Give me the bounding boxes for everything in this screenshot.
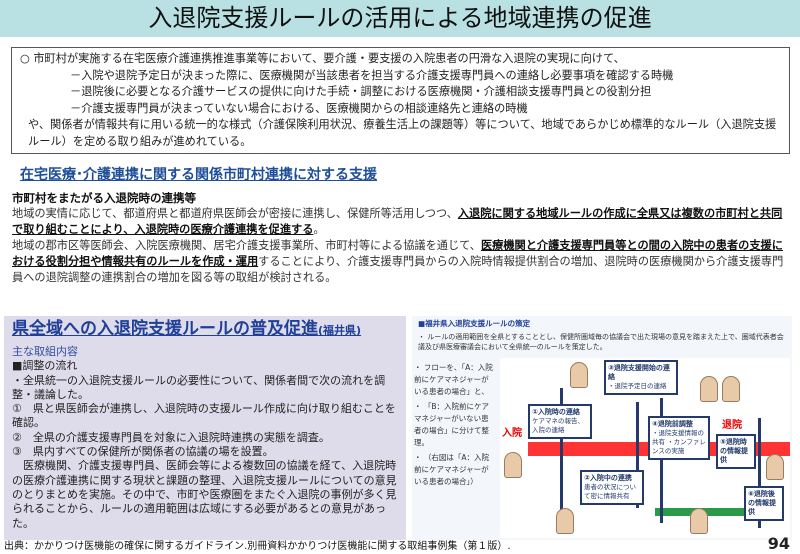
fukui-line: ■調整の流れ [12, 359, 78, 373]
step-box-5: ⑤退院時の情報提供 [716, 434, 756, 469]
flow-note: ・ （右図は「A：入院前にケアマネジャーがいる患者の場合」） [414, 453, 490, 486]
staff-illustration [700, 376, 718, 402]
step-box-2: ②入院中の連携患者の状況について密に情報共有 [580, 470, 644, 505]
fukui-line: ③ 県内すべての保健所が関係者の協議の場を設置。 [12, 445, 274, 459]
text: することにより、介護支援専門員からの入院時情報提供割合の増加、退院時の医療機関か… [12, 255, 784, 284]
flow-note: ・ フローを、「A：入院前にケアマネジャーがいる患者の場合」と、 [414, 363, 493, 396]
step-body: ・退院支援情報の共有 ・カンファレンスの実施 [652, 429, 706, 455]
text: 。 [313, 223, 325, 236]
heading-text: 県全域への入退院支援ルールの普及促進 [12, 319, 318, 339]
intro-item: －退院後に必要となる介護サービスの提供に向けた手続・調整における医療機関・介護相… [70, 85, 652, 98]
step-title: ①入院時の連絡 [532, 408, 580, 416]
step-title: ⑤退院時の情報提供 [720, 438, 748, 464]
intro-closing: や、関係者が情報共有に用いる統一的な様式（介護保険利用状況、療養生活上の課題等）… [28, 118, 777, 148]
care-manager-pc-illustration [690, 508, 708, 534]
family-illustration [766, 454, 784, 480]
support-paragraph-2: 地域の郡市区等医師会、入院医療機関、居宅介護支援事業所、市町村等による協議を通じ… [12, 238, 792, 286]
page-number: 94 [767, 534, 790, 553]
nurse-illustration [570, 362, 588, 388]
fukui-line: ② 全県の介護支援専門員を対象に入退院時連携の実態を調査。 [12, 430, 330, 444]
intro-item: －入院や退院予定日が決まった際に、医療機関が当該患者を担当する介護支援専門員への… [70, 68, 674, 82]
doctor-illustration [722, 376, 740, 402]
step-title: ③退院支援開始の連絡 [608, 364, 670, 381]
source-citation: 出典：かかりつけ医機能の確保に関するガイドライン.別冊資料かかりつけ医機能に関す… [4, 541, 511, 553]
step-body: ・退院予定日の連絡 [608, 382, 667, 390]
page-title: 入退院支援ルールの活用による地域連携の促進 [0, 0, 800, 37]
connector-line [560, 388, 563, 523]
connector-line [758, 418, 761, 528]
fukui-line: 医療機関、介護支援専門員、医師会等による複数回の協議を経て、入退院時の医療介護連… [12, 459, 397, 530]
fukui-line: ① 県と県医師会が連携し、入退院時の支援ルール作成に向け取り組むことを確認。 [12, 402, 396, 430]
figure-flow-notes: ・ フローを、「A：入院前にケアマネジャーがいる患者の場合」と、 ・ 「B：入院… [414, 362, 496, 491]
connector-line [660, 398, 663, 523]
fukui-line: ・全県統一の入退院支援ルールの必要性について、関係者間で次の流れを調整・議論した… [12, 373, 386, 401]
step-title: ②入院中の連携 [584, 474, 632, 482]
admission-label: 入院 [502, 428, 522, 439]
fukui-figure: ■福井県入退院支援ルールの策定 ・ ルールの適用範囲を全県とすることとし、保健所… [412, 316, 792, 540]
support-subheading: 市町村をまたがる入退院時の連携等 [12, 191, 196, 205]
support-heading: 在宅医療･介護連携に関する関係市町村連携に対する支援 [20, 167, 377, 183]
step-box-3: ③退院支援開始の連絡・退院予定日の連絡 [604, 360, 678, 395]
step-body: 患者の状況について密に情報共有 [584, 483, 636, 500]
fukui-subheading: 主な取組内容 [12, 345, 78, 358]
step-title: ④退院前調整 [652, 420, 693, 428]
fukui-heading: 県全域への入退院支援ルールの普及促進(福井県) [12, 319, 398, 341]
step-box-6: ⑥退院後の情報提供 [744, 486, 784, 521]
discharge-label: 退院 [722, 420, 742, 431]
intro-box: ○ 市町村が実施する在宅医療介護連携推進事業等において、要介護・要支援の入院患者… [11, 47, 790, 154]
care-manager-illustration [556, 508, 574, 534]
patient-illustration [504, 452, 522, 478]
step-box-4: ④退院前調整・退院支援情報の共有 ・カンファレンスの実施 [648, 416, 710, 460]
figure-title: ■福井県入退院支援ルールの策定 [418, 319, 531, 328]
emphasis-text: 入退院に関する地域ルールの作成に全県又は複数の市町村と共同で取り組むことにより、… [12, 207, 783, 236]
step-title: ⑥退院後の情報提供 [748, 490, 776, 516]
support-paragraph-1: 地域の実情に応じて、都道府県と都道府県医師会が密接に連携し、保健所等活用しつつ、… [12, 206, 792, 238]
step-body: ケアマネの報告、入院の連絡 [532, 417, 584, 434]
text: 地域の実情に応じて、都道府県と都道府県医師会が密接に連携し、保健所等活用しつつ、 [12, 207, 458, 220]
flow-note: ・ 「B：入院前にケアマネジャーがいない患者の場合」に分けて整理。 [414, 402, 490, 447]
intro-line: ○ 市町村が実施する在宅医療介護連携推進事業等において、要介護・要支援の入院患者… [20, 52, 625, 65]
connector-line [636, 402, 639, 508]
support-section: 在宅医療･介護連携に関する関係市町村連携に対する支援 市町村をまたがる入退院時の… [12, 166, 792, 286]
flow-diagram: 入院 退院 ①入院時の連絡ケアマネの報告、入院の連絡 ②入院中の連携患者の状況に… [500, 358, 790, 538]
emphasis-text: 医療機関と介護支援専門員等との間の入院中の患者の支援における役割分担や情報共有の… [12, 239, 783, 268]
step-box-1: ①入院時の連絡ケアマネの報告、入院の連絡 [528, 404, 592, 439]
text: 地域の郡市区等医師会、入院医療機関、居宅介護支援事業所、市町村等による協議を通じ… [12, 239, 481, 252]
figure-description: ・ ルールの適用範囲を全県とすることとし、保健所圏域毎の協議会で出た現場の意見を… [418, 333, 784, 351]
fukui-panel: 県全域への入退院支援ルールの普及促進(福井県) 主な取組内容 ■調整の流れ ・全… [4, 316, 406, 540]
heading-suffix: (福井県) [318, 324, 362, 337]
intro-item: －介護支援専門員が決まっていない場合における、医療機関からの相談連絡先と連絡の時… [70, 101, 528, 115]
